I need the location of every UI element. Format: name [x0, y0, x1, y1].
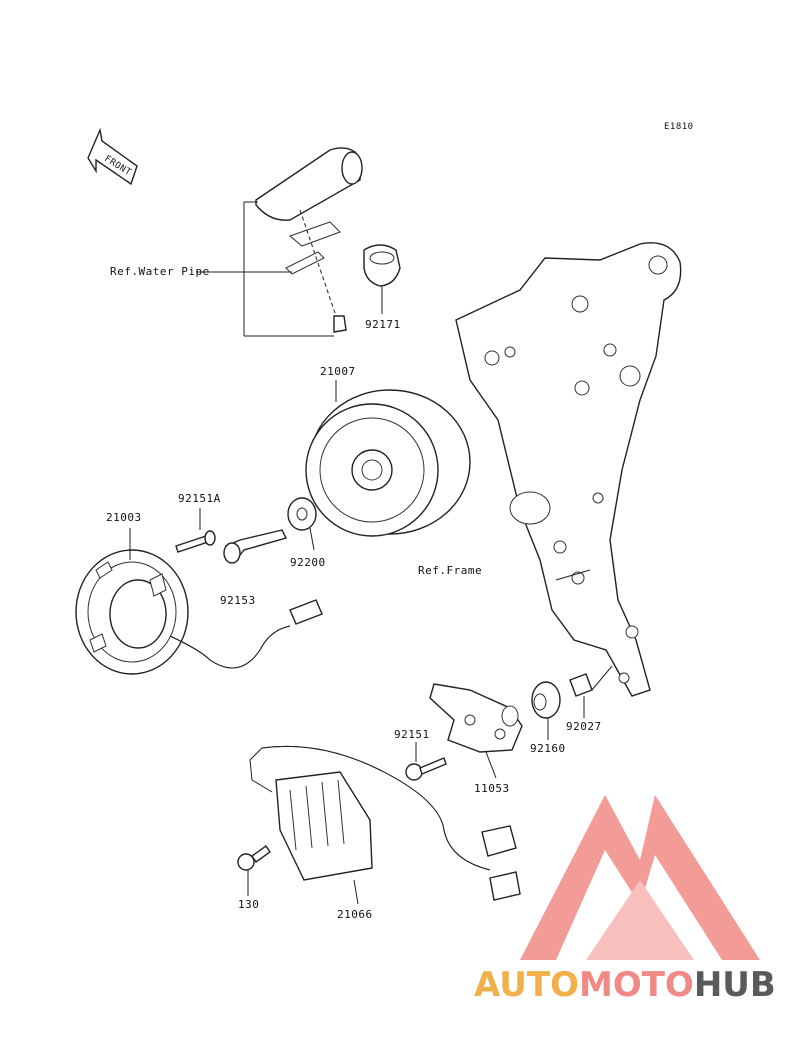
bolt-92151 [405, 742, 447, 781]
clamp-92171 [363, 244, 401, 314]
label-92171: 92171 [365, 318, 401, 331]
label-92160: 92160 [530, 742, 566, 755]
label-11053: 11053 [474, 782, 510, 795]
label-21003: 21003 [106, 511, 142, 524]
washer-92200 [287, 497, 317, 551]
bracket-11053 [429, 683, 523, 779]
ref-water-pipe: Ref.Water Pipe [110, 265, 210, 278]
bolt-130 [237, 845, 271, 896]
water-pipe-ref-bracket [196, 201, 334, 337]
frame [455, 242, 682, 697]
collar-92027 [569, 665, 613, 718]
flywheel-21007 [305, 380, 471, 537]
label-92153: 92153 [220, 594, 256, 607]
diagram-code: E1810 [664, 122, 694, 132]
label-92027: 92027 [566, 720, 602, 733]
watermark-hub: HUB [694, 965, 776, 1005]
watermark-logo-icon [520, 795, 760, 960]
label-21007: 21007 [320, 365, 356, 378]
label-130: 130 [238, 898, 259, 911]
front-arrow-icon: FRONT [87, 127, 138, 186]
label-92151: 92151 [394, 728, 430, 741]
watermark-moto: MOTO [579, 965, 694, 1005]
bolt-92151A [175, 508, 216, 553]
label-92151A: 92151A [178, 492, 221, 505]
ref-frame: Ref.Frame [418, 564, 482, 577]
water-pipe-bracket [255, 147, 363, 333]
damper-92160 [531, 681, 561, 740]
label-92200: 92200 [290, 556, 326, 569]
watermark-text: AUTOMOTOHUB [474, 965, 776, 1005]
stator-21003 [75, 528, 323, 675]
bolt-92153 [223, 529, 288, 564]
label-21066: 21066 [337, 908, 373, 921]
watermark-auto: AUTO [474, 965, 579, 1005]
regulator-21066 [249, 745, 521, 905]
